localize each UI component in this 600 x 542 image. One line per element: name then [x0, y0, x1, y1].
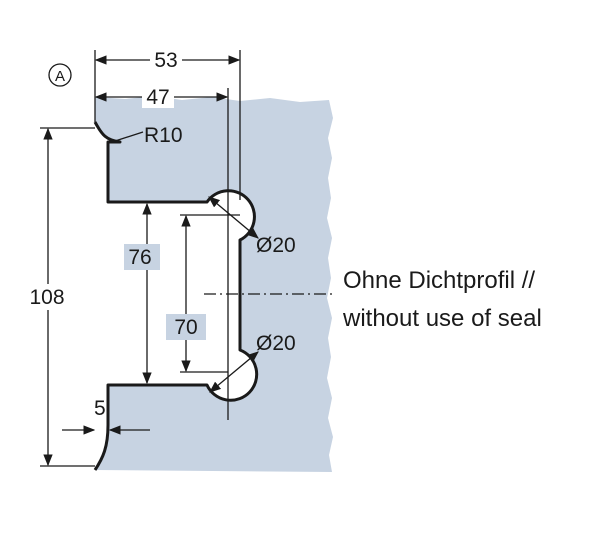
dim-line-dia-top: [208, 196, 259, 239]
dim-notch-diameter-bottom: Ø20: [256, 332, 296, 355]
note-line-2: without use of seal: [342, 305, 542, 332]
dim-height-inner: 76: [128, 246, 151, 269]
dim-line-dia-bottom: [209, 351, 259, 393]
callout-circle: [48, 63, 72, 87]
note-line-1: Ohne Dichtprofil //: [343, 267, 535, 294]
dim-notch-spacing: 70: [174, 316, 197, 339]
dim-overall-width: 53: [154, 49, 177, 72]
dim-radius: R10: [144, 124, 183, 147]
dim-edge-offset: 5: [94, 397, 106, 420]
callout-label: A: [55, 68, 65, 85]
dim-height-total: 108: [29, 286, 64, 309]
glass-panel-body: [95, 96, 333, 472]
dim-inner-width: 47: [146, 86, 169, 109]
dim-notch-diameter-top: Ø20: [256, 234, 296, 257]
profile-outline: [93, 121, 259, 471]
